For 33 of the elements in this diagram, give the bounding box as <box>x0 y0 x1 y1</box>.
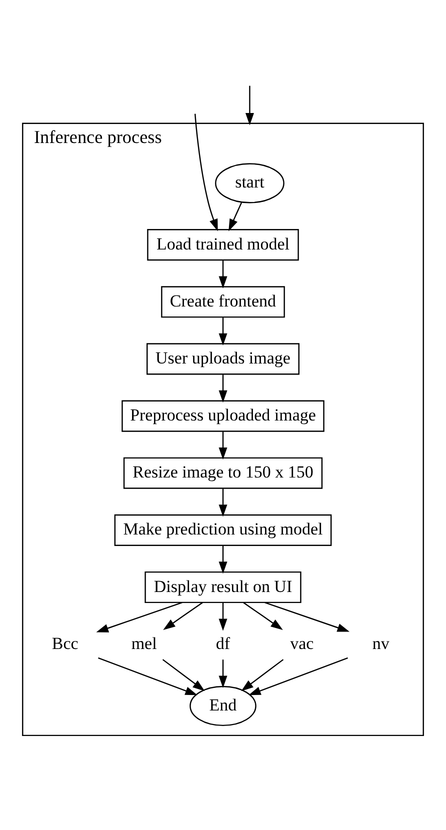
arrow <box>218 260 228 288</box>
arrow <box>162 659 205 692</box>
node-ellipse: start <box>215 163 284 204</box>
node-box: Display result on UI <box>144 571 302 604</box>
arrow <box>218 660 228 688</box>
node-text: Bcc <box>52 634 78 653</box>
arrow <box>241 659 284 692</box>
arrow <box>96 602 182 632</box>
arrow <box>194 114 218 232</box>
node-box: User uploads image <box>146 343 300 375</box>
node-text: vac <box>290 634 314 653</box>
arrow <box>218 602 228 631</box>
node-text: nv <box>372 634 390 653</box>
arrow <box>218 432 228 460</box>
arrow <box>218 374 228 403</box>
arrow <box>248 657 348 696</box>
arrow <box>218 488 228 517</box>
arrow <box>245 86 254 126</box>
node-text: df <box>216 634 230 653</box>
node-box: Make prediction using model <box>114 514 332 546</box>
arrow <box>218 546 228 574</box>
arrow <box>98 657 198 696</box>
node-box: Load trained model <box>147 229 299 261</box>
node-box: Resize image to 150 x 150 <box>123 457 323 489</box>
arrow <box>228 202 242 232</box>
node-ellipse: End <box>190 686 256 726</box>
node-text: mel <box>131 634 157 653</box>
arrow <box>218 317 228 346</box>
node-box: Create frontend <box>161 286 285 318</box>
node-box: Preprocess uploaded image <box>122 400 324 432</box>
arrow <box>163 602 204 630</box>
arrow <box>242 602 283 630</box>
arrow <box>264 602 350 632</box>
